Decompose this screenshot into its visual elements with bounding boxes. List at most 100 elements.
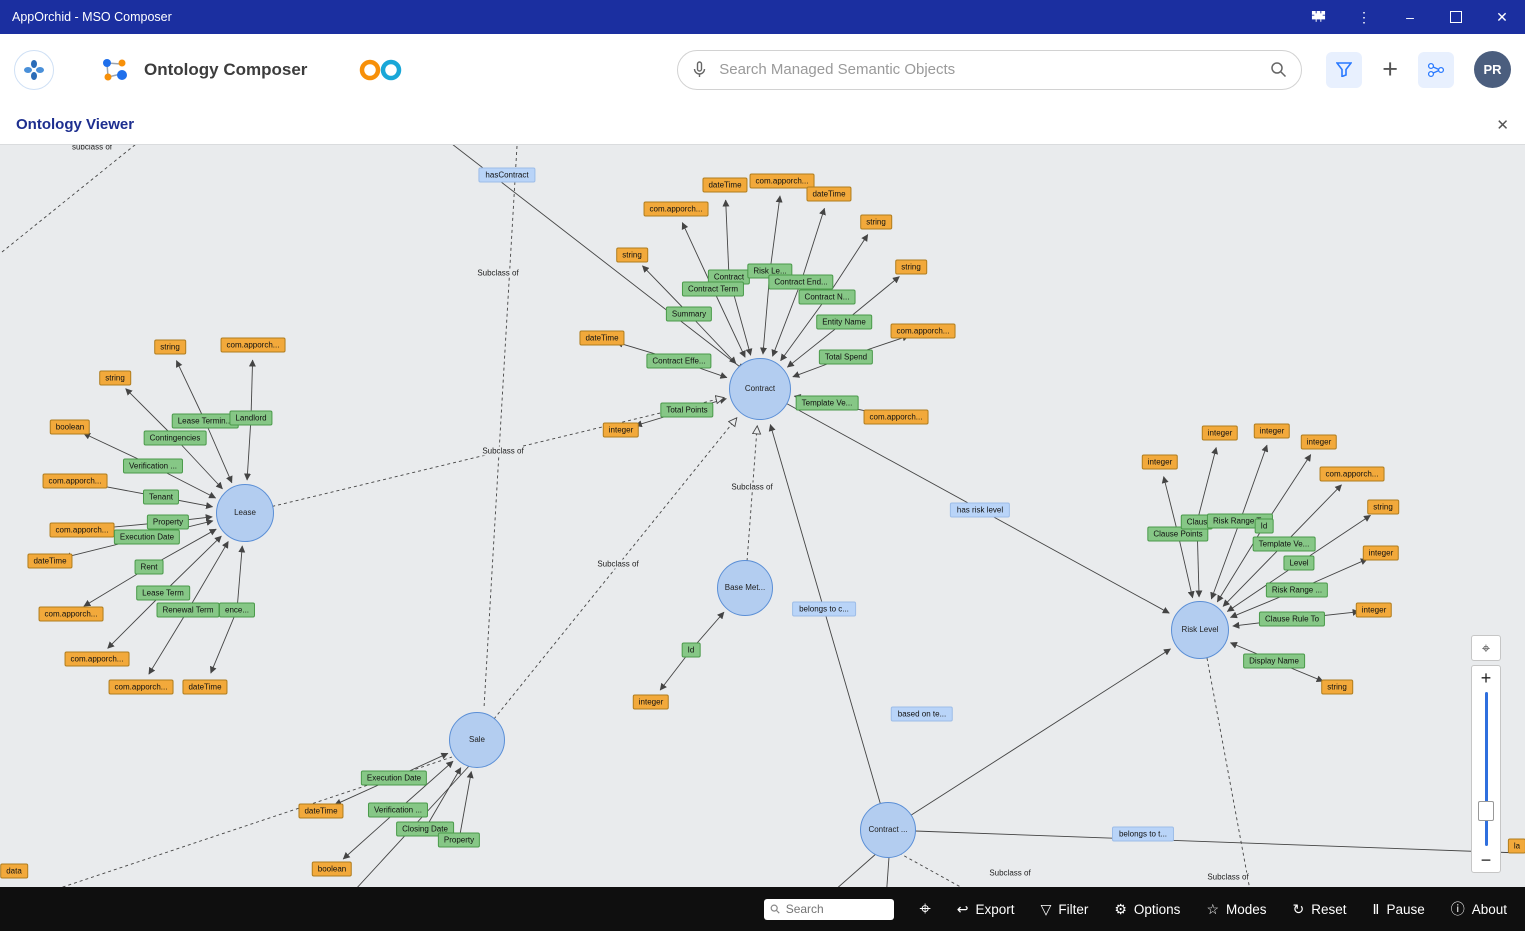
attribute-node[interactable]: Id	[1254, 518, 1274, 534]
attribute-node[interactable]: Contingencies	[143, 430, 207, 446]
attribute-node[interactable]: Display Name	[1243, 653, 1305, 669]
export-button[interactable]: ↩Export	[957, 902, 1015, 917]
datatype-node-partial[interactable]: la	[1507, 838, 1525, 854]
datatype-node[interactable]: integer	[1362, 545, 1400, 561]
datatype-node[interactable]: com.apporch...	[890, 323, 956, 339]
attribute-node[interactable]: Lease Termin...	[171, 413, 239, 429]
attribute-node[interactable]: Property	[146, 514, 190, 530]
attribute-node[interactable]: Clause Rule To	[1258, 611, 1326, 627]
datatype-node[interactable]: com.apporch...	[64, 651, 130, 667]
extension-puzzle-icon[interactable]	[1295, 0, 1341, 34]
microphone-icon[interactable]	[692, 60, 707, 79]
datatype-node[interactable]: string	[154, 339, 186, 355]
user-avatar[interactable]: PR	[1474, 51, 1511, 88]
attribute-node[interactable]: Contract Term	[681, 281, 745, 297]
attribute-node[interactable]: Property	[437, 832, 481, 848]
datatype-node[interactable]: integer	[632, 694, 670, 710]
zoom-in-button[interactable]: +	[1480, 667, 1492, 688]
viewer-close-icon[interactable]: ✕	[1496, 116, 1509, 134]
attribute-node[interactable]: Execution Date	[360, 770, 428, 786]
maximize-button[interactable]	[1433, 0, 1479, 34]
class-node-sale[interactable]: Sale	[449, 712, 505, 768]
attribute-node[interactable]: Landlord	[229, 410, 273, 426]
attribute-node[interactable]: Lease Term	[136, 585, 190, 601]
datatype-node-partial[interactable]: data	[0, 863, 28, 879]
minimize-button[interactable]: –	[1406, 9, 1414, 25]
class-node-basemet[interactable]: Base Met...	[717, 560, 773, 616]
attribute-node[interactable]: Contract End...	[768, 274, 834, 290]
attribute-node[interactable]: Contract N...	[798, 289, 856, 305]
datatype-node[interactable]: integer	[1141, 454, 1179, 470]
graph-search-input[interactable]	[783, 901, 888, 917]
ontology-canvas[interactable]: string com.apporch... string boolean com.app…	[0, 144, 1525, 887]
datatype-node[interactable]: string	[895, 259, 927, 275]
datatype-node[interactable]: com.apporch...	[42, 473, 108, 489]
datatype-node[interactable]: com.apporch...	[220, 337, 286, 353]
options-button[interactable]: ⚙Options	[1114, 902, 1180, 917]
datatype-node[interactable]: string	[616, 247, 648, 263]
filter-button[interactable]	[1326, 51, 1363, 88]
zoom-out-button[interactable]: −	[1480, 849, 1492, 870]
attribute-node[interactable]: ence...	[218, 602, 256, 618]
filter-button[interactable]: ▽Filter	[1041, 902, 1089, 917]
datatype-node[interactable]: string	[1367, 499, 1399, 515]
datatype-node[interactable]: dateTime	[702, 177, 748, 193]
menu-dots-icon[interactable]: ⋮	[1357, 8, 1371, 25]
datatype-node[interactable]: dateTime	[806, 186, 852, 202]
attribute-node[interactable]: Tenant	[142, 489, 180, 505]
datatype-node[interactable]: dateTime	[579, 330, 625, 346]
attribute-node[interactable]: Contract Effe...	[646, 353, 712, 369]
datatype-node[interactable]: com.apporch...	[749, 173, 815, 189]
datatype-node[interactable]: integer	[1300, 434, 1338, 450]
attribute-node[interactable]: Total Spend	[818, 349, 874, 365]
ontology-graph-button[interactable]	[1418, 51, 1454, 88]
attribute-node[interactable]: Id	[681, 642, 701, 658]
datatype-node[interactable]: integer	[1253, 423, 1291, 439]
class-node-contract[interactable]: Contract	[729, 358, 791, 420]
datatype-node[interactable]: com.apporch...	[49, 522, 115, 538]
attribute-node[interactable]: Entity Name	[816, 314, 872, 330]
locate-button[interactable]: ⌖	[919, 898, 931, 920]
attribute-node[interactable]: Execution Date	[113, 529, 181, 545]
datatype-node[interactable]: boolean	[49, 419, 91, 435]
class-node-contractdoc[interactable]: Contract ...	[860, 802, 916, 858]
global-search-input[interactable]	[717, 60, 1261, 79]
datatype-node[interactable]: string	[99, 370, 131, 386]
recenter-button[interactable]: ⌖	[1471, 635, 1501, 661]
attribute-node[interactable]: Verification ...	[122, 458, 184, 474]
datatype-node[interactable]: boolean	[311, 861, 353, 877]
datatype-node[interactable]: com.apporch...	[108, 679, 174, 695]
attribute-node[interactable]: Template Ve...	[795, 395, 859, 411]
attribute-node[interactable]: Rent	[134, 559, 164, 575]
attribute-node[interactable]: Verification ...	[367, 802, 429, 818]
class-node-lease[interactable]: Lease	[216, 484, 274, 542]
datatype-node[interactable]: integer	[602, 422, 640, 438]
attribute-node[interactable]: Renewal Term	[156, 602, 220, 618]
add-button[interactable]: +	[1382, 54, 1398, 84]
attribute-node[interactable]: Total Points	[660, 402, 714, 418]
attribute-node[interactable]: Template Ve...	[1252, 536, 1316, 552]
datatype-node[interactable]: com.apporch...	[38, 606, 104, 622]
search-icon[interactable]	[1270, 61, 1287, 78]
datatype-node[interactable]: dateTime	[298, 803, 344, 819]
attribute-node[interactable]: Claus	[1180, 514, 1214, 530]
close-button[interactable]: ✕	[1496, 8, 1508, 25]
zoom-slider-handle[interactable]	[1478, 800, 1494, 821]
attribute-node[interactable]: Risk Range ...	[1265, 582, 1329, 598]
attribute-node[interactable]: Clause Points	[1147, 526, 1209, 542]
zoom-slider[interactable]	[1472, 690, 1500, 848]
datatype-node[interactable]: com.apporch...	[863, 409, 929, 425]
datatype-node[interactable]: com.apporch...	[1319, 466, 1385, 482]
attribute-node[interactable]: Summary	[665, 306, 713, 322]
datatype-node[interactable]: integer	[1355, 602, 1393, 618]
datatype-node[interactable]: string	[1321, 679, 1353, 695]
datatype-node[interactable]: com.apporch...	[643, 201, 709, 217]
home-button[interactable]	[14, 49, 54, 90]
datatype-node[interactable]: dateTime	[27, 553, 73, 569]
attribute-node[interactable]: Level	[1283, 555, 1315, 571]
datatype-node[interactable]: string	[860, 214, 892, 230]
modes-button[interactable]: ☆Modes	[1206, 902, 1266, 917]
reset-button[interactable]: ↻Reset	[1293, 902, 1347, 917]
datatype-node[interactable]: integer	[1201, 425, 1239, 441]
